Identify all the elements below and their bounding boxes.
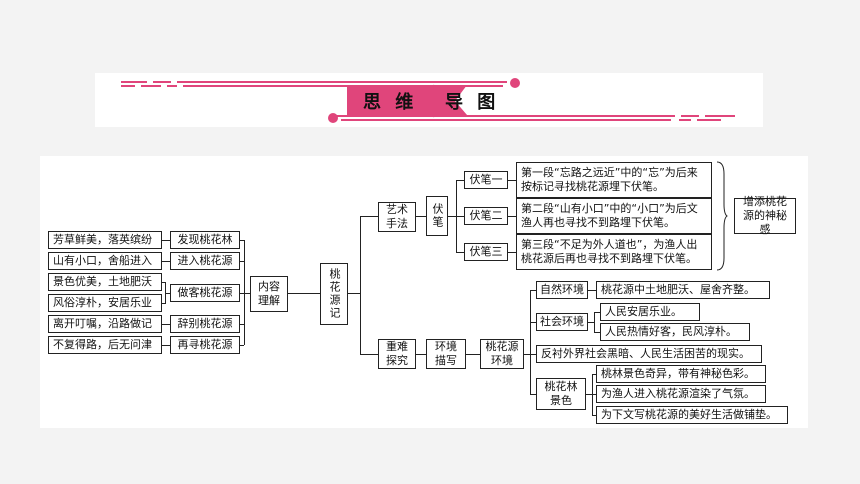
connector [588, 322, 594, 323]
social-environment-text: 人民安居乐业。 [600, 303, 700, 321]
title-banner: 思 维 导 图 [95, 73, 763, 127]
mind-map: 芳草鲜美，落英缤纷 山有小口，舍船进入 景色优美，土地肥沃 风俗淳朴，安居乐业 … [40, 156, 808, 428]
connector [594, 332, 600, 333]
connector [162, 240, 170, 241]
scenery-text: 为下文写桃花源的美好生活做铺垫。 [596, 406, 788, 424]
connector [592, 374, 596, 375]
natural-environment-text: 桃花源中土地肥沃、屋舍齐整。 [596, 281, 770, 299]
connector [466, 354, 480, 355]
social-environment-box: 社会环境 [536, 313, 588, 331]
connector [162, 261, 170, 262]
stage-box: 进入桃花源 [170, 252, 240, 270]
foreshadow-text: 第一段“忘路之远近”中的“忘”为后来按标记寻找桃花源埋下伏笔。 [516, 162, 712, 198]
brace-icon [716, 161, 728, 271]
detail-box: 离开叮嘱，沿路做记 [48, 315, 162, 333]
connector [162, 324, 170, 325]
connector [360, 216, 378, 217]
stage-box: 再寻桃花源 [170, 336, 240, 354]
connector [530, 322, 536, 323]
connector [594, 312, 600, 313]
connector [594, 312, 595, 332]
connector [530, 394, 536, 395]
connector [162, 303, 166, 304]
art-technique-box: 艺术手法 [378, 202, 416, 232]
root-title: 桃花源记 [320, 263, 348, 325]
contrast-text: 反衬外界社会黑暗、人民生活困苦的现实。 [536, 345, 762, 363]
connector [162, 282, 166, 283]
connector [165, 282, 166, 303]
connector [588, 290, 596, 291]
connector [592, 394, 596, 395]
foreshadow-item-label: 伏笔三 [464, 243, 508, 261]
connector [240, 345, 244, 346]
foreshadow-text: 第二段“山有小口”中的“小口”为后文渔人再也寻找不到路埋下伏笔。 [516, 198, 712, 234]
connector [240, 240, 244, 241]
connector [240, 261, 244, 262]
connector [360, 216, 361, 354]
connector [586, 394, 592, 395]
foreshadow-box: 伏笔 [426, 196, 448, 236]
stage-box: 做客桃花源 [170, 284, 240, 302]
detail-box: 不复得路，后无问津 [48, 336, 162, 354]
stage-box: 辞别桃花源 [170, 315, 240, 333]
banner-title-left: 思 维 [363, 92, 418, 113]
connector [456, 180, 464, 181]
connector [244, 240, 245, 345]
natural-environment-box: 自然环境 [536, 281, 588, 299]
detail-box: 风俗淳朴，安居乐业 [48, 294, 162, 312]
effect-box: 增添桃花源的神秘感 [734, 195, 796, 236]
connector [530, 354, 536, 355]
scenery-text: 为渔人进入桃花源渲染了气氛。 [596, 385, 766, 403]
environment-description-box: 环境描写 [426, 339, 466, 369]
connector [288, 293, 320, 294]
detail-box: 景色优美，土地肥沃 [48, 273, 162, 291]
connector [508, 252, 516, 253]
stage-box: 发现桃花林 [170, 231, 240, 249]
connector [456, 216, 464, 217]
connector [592, 415, 596, 416]
foreshadow-text: 第三段“不足为外人道也”，为渔人出桃花源后再也寻找不到路埋下伏笔。 [516, 234, 712, 270]
connector [508, 216, 516, 217]
detail-box: 山有小口，舍船进入 [48, 252, 162, 270]
connector [524, 354, 530, 355]
content-hub: 内容理解 [250, 276, 288, 312]
peach-scenery-box: 桃花林景色 [536, 378, 586, 410]
connector [508, 180, 516, 181]
foreshadow-item-label: 伏笔二 [464, 207, 508, 225]
scenery-text: 桃林景色奇异，带有神秘色彩。 [596, 365, 766, 383]
connector [240, 293, 244, 294]
connector [530, 290, 531, 394]
connector [240, 324, 244, 325]
connector [244, 293, 250, 294]
detail-box: 芳草鲜美，落英缤纷 [48, 231, 162, 249]
connector [448, 216, 456, 217]
foreshadow-item-label: 伏笔一 [464, 171, 508, 189]
connector [416, 216, 426, 217]
connector [348, 293, 360, 294]
connector [162, 345, 170, 346]
connector [360, 354, 378, 355]
banner-decoration [121, 78, 735, 123]
connector [456, 252, 464, 253]
connector [530, 290, 536, 291]
connector [416, 354, 426, 355]
banner-title-right: 导 图 [445, 92, 500, 113]
peach-blossom-environment-box: 桃花源环境 [480, 339, 524, 369]
connector [165, 293, 170, 294]
social-environment-text: 人民热情好客，民风淳朴。 [600, 323, 750, 341]
key-difficulty-box: 重难探究 [378, 339, 416, 369]
